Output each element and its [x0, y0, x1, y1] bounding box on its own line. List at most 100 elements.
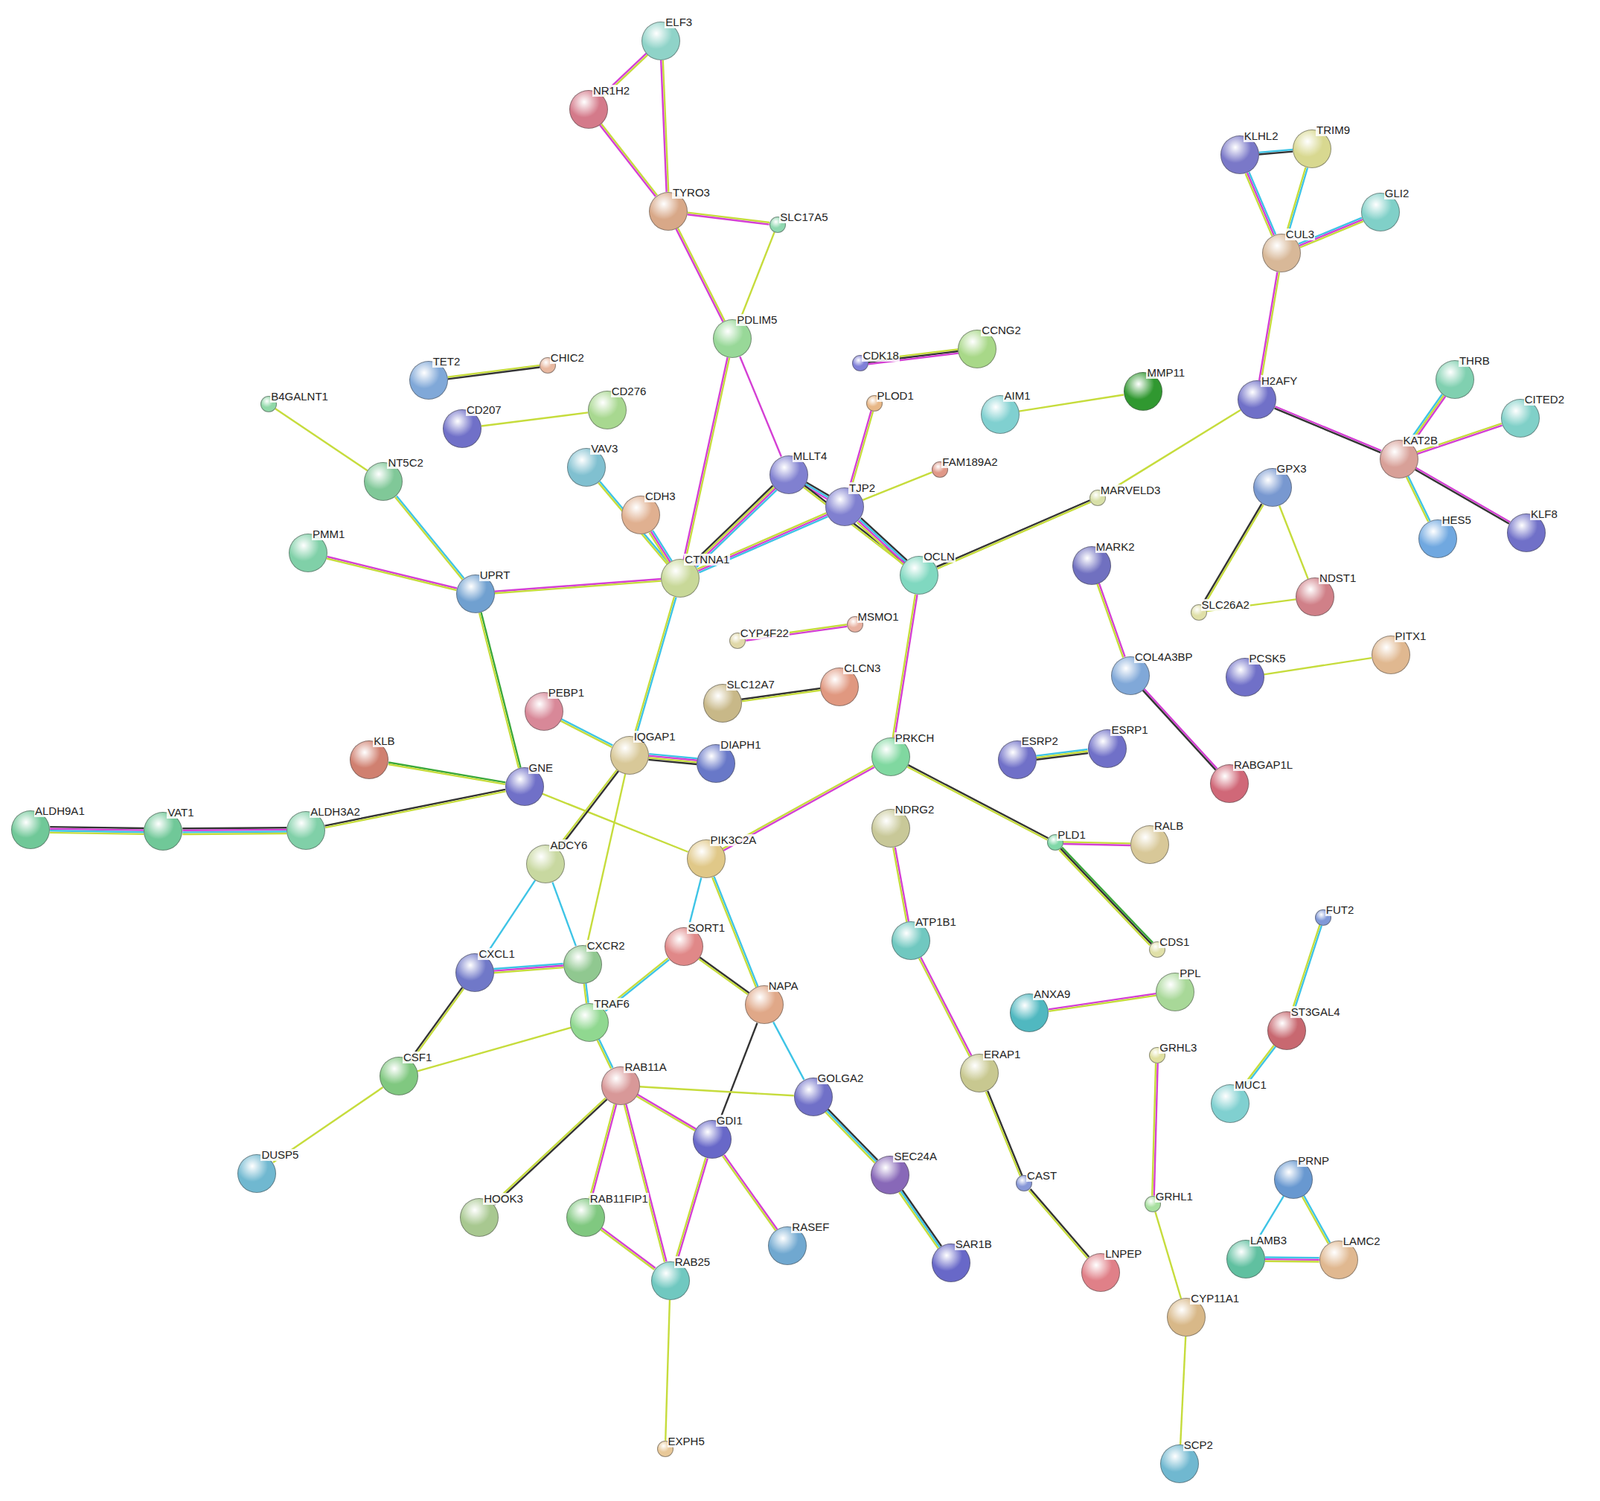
protein-node: CD276 — [587, 390, 627, 430]
interaction-edge — [640, 1086, 795, 1096]
evidence-line — [635, 597, 676, 737]
evidence-line — [409, 987, 463, 1061]
protein-node: KLF8 — [1506, 513, 1546, 553]
node-label: CDK18 — [861, 349, 899, 362]
evidence-line — [648, 759, 697, 765]
protein-node: ERAP1 — [960, 1053, 999, 1093]
evidence-line — [1058, 849, 1150, 946]
evidence-line — [1029, 1190, 1088, 1259]
evidence-line — [326, 558, 457, 591]
protein-node: DIAPH1 — [696, 744, 736, 783]
node-label: CCNG2 — [980, 324, 1022, 337]
interaction-edge — [739, 232, 775, 321]
node-label: GRHL1 — [1154, 1190, 1194, 1203]
protein-node: CDK18 — [852, 354, 869, 372]
protein-node: COL4A3BP — [1111, 656, 1150, 696]
evidence-line — [481, 612, 521, 768]
interaction-edge — [898, 1189, 942, 1248]
evidence-line — [1288, 167, 1308, 235]
node-label: UPRT — [479, 569, 512, 582]
evidence-line — [936, 500, 1091, 567]
interaction-edge — [1259, 149, 1294, 155]
evidence-line — [634, 596, 675, 736]
evidence-line — [1063, 843, 1132, 846]
interaction-edge — [1143, 689, 1218, 771]
protein-node: PEBP1 — [524, 692, 564, 731]
evidence-line — [1036, 753, 1088, 760]
evidence-line — [1261, 272, 1280, 382]
evidence-line — [600, 1229, 655, 1270]
node-label: ADCY6 — [549, 839, 588, 852]
protein-node: DUSP5 — [237, 1154, 277, 1193]
evidence-line — [1143, 690, 1216, 771]
node-label: CD276 — [610, 385, 648, 398]
node-label: LNPEP — [1104, 1248, 1143, 1260]
interaction-edge — [556, 769, 619, 850]
interaction-edge — [589, 1104, 617, 1199]
evidence-line — [649, 532, 670, 564]
evidence-line — [665, 1300, 670, 1441]
node-label: SORT1 — [686, 922, 726, 934]
node-label: ESRP2 — [1021, 735, 1059, 748]
protein-node: GOLGA2 — [794, 1077, 833, 1117]
evidence-line — [900, 1191, 940, 1248]
node-label: MARK2 — [1095, 541, 1136, 553]
protein-node: CSF1 — [379, 1056, 419, 1096]
evidence-line — [937, 502, 1091, 569]
node-label: PRKCH — [894, 732, 936, 745]
protein-node: MUC1 — [1210, 1084, 1250, 1123]
protein-node: SAR1B — [931, 1243, 971, 1283]
node-label: CAST — [1026, 1169, 1058, 1182]
protein-node: VAT1 — [143, 811, 183, 851]
node-label: CSF1 — [402, 1051, 433, 1064]
node-label: TJP2 — [848, 482, 876, 495]
protein-node: CYP11A1 — [1166, 1297, 1206, 1337]
node-label: TRIM9 — [1315, 124, 1351, 137]
interaction-edge — [676, 227, 725, 322]
protein-node: CYP4F22 — [729, 632, 746, 649]
evidence-line — [552, 882, 576, 947]
evidence-line — [1063, 841, 1132, 844]
protein-node: RALB — [1130, 825, 1170, 864]
protein-node: ELF3 — [641, 21, 681, 61]
node-label: RAB11FIP1 — [589, 1192, 649, 1205]
node-label: MMP11 — [1146, 366, 1186, 379]
protein-node: MARVELD3 — [1089, 489, 1106, 507]
node-label: LAMB3 — [1249, 1234, 1288, 1247]
interaction-edge — [849, 410, 873, 489]
interaction-edge — [1201, 503, 1263, 606]
protein-node: RABGAP1L — [1210, 764, 1249, 803]
protein-node: RAB11FIP1 — [566, 1198, 606, 1237]
interaction-edge — [857, 517, 908, 565]
node-label: MSMO1 — [857, 610, 900, 623]
protein-node: ADCY6 — [526, 844, 565, 884]
protein-node: ESRP2 — [997, 740, 1037, 780]
evidence-line — [722, 1155, 776, 1231]
protein-node: ATP1B1 — [891, 921, 931, 960]
protein-node: SLC26A2 — [1190, 604, 1208, 621]
interaction-edge — [447, 365, 540, 379]
evidence-line — [447, 365, 540, 378]
evidence-line — [182, 829, 287, 831]
evidence-line — [1275, 406, 1382, 451]
evidence-line — [1265, 1256, 1320, 1259]
node-label: CDS1 — [1158, 936, 1190, 949]
evidence-line — [49, 826, 144, 829]
protein-node: SCP2 — [1160, 1444, 1199, 1484]
interaction-edge — [1035, 749, 1088, 760]
evidence-line — [49, 830, 144, 832]
evidence-line — [602, 1227, 656, 1269]
evidence-line — [741, 690, 821, 702]
protein-node: LAMC2 — [1319, 1240, 1359, 1280]
interaction-edge — [49, 826, 144, 835]
evidence-line — [182, 833, 287, 835]
evidence-line — [556, 769, 617, 848]
node-label: SEC24A — [893, 1150, 938, 1163]
interaction-edge — [648, 753, 697, 765]
interaction-edge — [718, 1023, 757, 1122]
evidence-line — [652, 530, 672, 562]
protein-node: RASEF — [768, 1226, 807, 1266]
interaction-edge — [660, 60, 669, 192]
evidence-line — [676, 1158, 707, 1263]
node-label: NR1H2 — [592, 84, 631, 97]
